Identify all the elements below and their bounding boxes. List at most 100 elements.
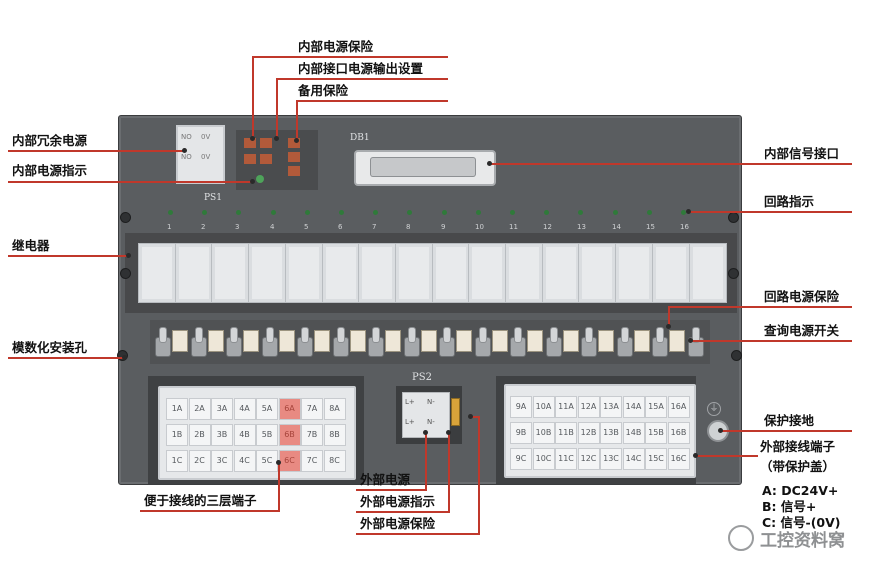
terminal-cell[interactable]: 14C — [622, 448, 645, 470]
label-external-power-indicator: 外部电源指示 — [360, 494, 436, 509]
loop-power-fuse[interactable] — [456, 330, 472, 352]
query-power-switch[interactable] — [190, 327, 207, 357]
fuse-icon[interactable] — [288, 152, 300, 162]
terminal-cell[interactable]: 5C — [256, 450, 278, 472]
terminal-cell[interactable]: 16A — [667, 396, 690, 418]
terminal-cell[interactable]: 15B — [645, 422, 667, 444]
query-power-switch[interactable] — [438, 327, 455, 357]
terminal-cell[interactable]: 12A — [577, 396, 600, 418]
label-relay: 继电器 — [12, 238, 50, 253]
query-power-switch[interactable] — [509, 327, 526, 357]
label-three-layer-terminal: 便于接线的三层端子 — [144, 493, 257, 508]
ps1-cell: 0V — [201, 133, 211, 141]
terminal-cell[interactable]: 9A — [510, 396, 532, 418]
terminal-cell[interactable]: 7C — [301, 450, 323, 472]
terminal-cell[interactable]: 10B — [532, 422, 555, 444]
fuse-icon[interactable] — [244, 154, 256, 164]
terminal-cell[interactable]: 4C — [233, 450, 256, 472]
loop-power-fuse[interactable] — [633, 330, 650, 352]
channel-number: 15 — [646, 223, 655, 231]
loop-power-fuse[interactable] — [527, 330, 543, 352]
fuse-icon[interactable] — [288, 166, 300, 176]
terminal-cell[interactable]: 1A — [166, 398, 188, 420]
loop-power-fuse[interactable] — [207, 330, 224, 352]
fuse-icon[interactable] — [244, 138, 256, 148]
terminal-cell[interactable]: 9B — [510, 422, 532, 444]
loop-power-fuse[interactable] — [420, 330, 437, 352]
fuse-icon[interactable] — [288, 138, 300, 148]
terminal-cell[interactable]: 10C — [532, 448, 555, 470]
loop-power-fuse[interactable] — [562, 330, 579, 352]
terminal-cell[interactable]: 8C — [323, 450, 346, 472]
terminal-cell[interactable]: 3C — [211, 450, 233, 472]
query-power-switch[interactable] — [332, 327, 349, 357]
terminal-cell[interactable]: 3B — [211, 424, 233, 446]
terminal-cell[interactable]: 5A — [256, 398, 278, 420]
terminal-cell[interactable]: 8B — [323, 424, 346, 446]
terminal-cell[interactable]: 16C — [667, 448, 690, 470]
query-power-switch[interactable] — [296, 327, 313, 357]
loop-power-fuse[interactable] — [385, 330, 401, 352]
terminal-cell[interactable]: 6A — [278, 398, 301, 420]
loop-power-fuse[interactable] — [598, 330, 614, 352]
terminal-cell[interactable]: 10A — [532, 396, 555, 418]
query-power-switch[interactable] — [545, 327, 562, 357]
fuse-icon[interactable] — [260, 154, 272, 164]
loop-power-fuse[interactable] — [669, 330, 685, 352]
terminal-cell[interactable]: 1B — [166, 424, 188, 446]
terminal-cell[interactable]: 13A — [600, 396, 622, 418]
terminal-cell[interactable]: 14A — [622, 396, 645, 418]
terminal-cell[interactable]: 6C — [278, 450, 301, 472]
watermark: 工控资料窝 — [728, 524, 845, 552]
terminal-cell[interactable]: 5B — [256, 424, 278, 446]
terminal-cell[interactable]: 11B — [555, 422, 577, 444]
relay-module — [358, 243, 397, 303]
terminal-cell[interactable]: 16B — [667, 422, 690, 444]
terminal-cell[interactable]: 2A — [188, 398, 211, 420]
loop-power-fuse[interactable] — [172, 330, 188, 352]
loop-power-fuse[interactable] — [349, 330, 366, 352]
terminal-cell[interactable]: 3A — [211, 398, 233, 420]
fuse-icon[interactable] — [260, 138, 272, 148]
terminal-cell[interactable]: 4A — [233, 398, 256, 420]
terminal-cell[interactable]: 2B — [188, 424, 211, 446]
terminal-cell[interactable]: 15A — [645, 396, 667, 418]
channel-number: 7 — [372, 223, 377, 231]
terminal-cell[interactable]: 13C — [600, 448, 622, 470]
terminal-cell[interactable]: 12C — [577, 448, 600, 470]
terminal-cell[interactable]: 7A — [301, 398, 323, 420]
terminal-cell[interactable]: 1C — [166, 450, 188, 472]
terminal-cell[interactable]: 4B — [233, 424, 256, 446]
query-power-switch[interactable] — [403, 327, 420, 357]
query-power-switch[interactable] — [367, 327, 384, 357]
ps1-cell: 0V — [201, 153, 211, 161]
mounting-screw-icon — [120, 268, 131, 279]
terminal-cell[interactable]: 11C — [555, 448, 577, 470]
ps2-cell: L+ — [405, 398, 415, 406]
query-power-switch[interactable] — [687, 327, 704, 357]
query-power-switch[interactable] — [616, 327, 633, 357]
query-power-switch[interactable] — [225, 327, 242, 357]
terminal-cell[interactable]: 15C — [645, 448, 667, 470]
loop-indicator-led — [613, 210, 618, 215]
loop-power-fuse[interactable] — [243, 330, 259, 352]
terminal-cell[interactable]: 9C — [510, 448, 532, 470]
terminal-cell[interactable]: 13B — [600, 422, 622, 444]
query-power-switch[interactable] — [154, 327, 171, 357]
db25-connector[interactable] — [354, 150, 496, 186]
terminal-cell[interactable]: 11A — [555, 396, 577, 418]
loop-power-fuse[interactable] — [491, 330, 508, 352]
loop-power-fuse[interactable] — [278, 330, 295, 352]
terminal-cell[interactable]: 12B — [577, 422, 600, 444]
fuse-icon[interactable] — [451, 398, 460, 426]
terminal-cell[interactable]: 6B — [278, 424, 301, 446]
query-power-switch[interactable] — [580, 327, 597, 357]
query-power-switch[interactable] — [474, 327, 491, 357]
terminal-cell[interactable]: 14B — [622, 422, 645, 444]
query-power-switch[interactable] — [261, 327, 278, 357]
terminal-cell[interactable]: 2C — [188, 450, 211, 472]
terminal-cell[interactable]: 7B — [301, 424, 323, 446]
loop-power-fuse[interactable] — [314, 330, 330, 352]
query-power-switch[interactable] — [651, 327, 668, 357]
terminal-cell[interactable]: 8A — [323, 398, 346, 420]
